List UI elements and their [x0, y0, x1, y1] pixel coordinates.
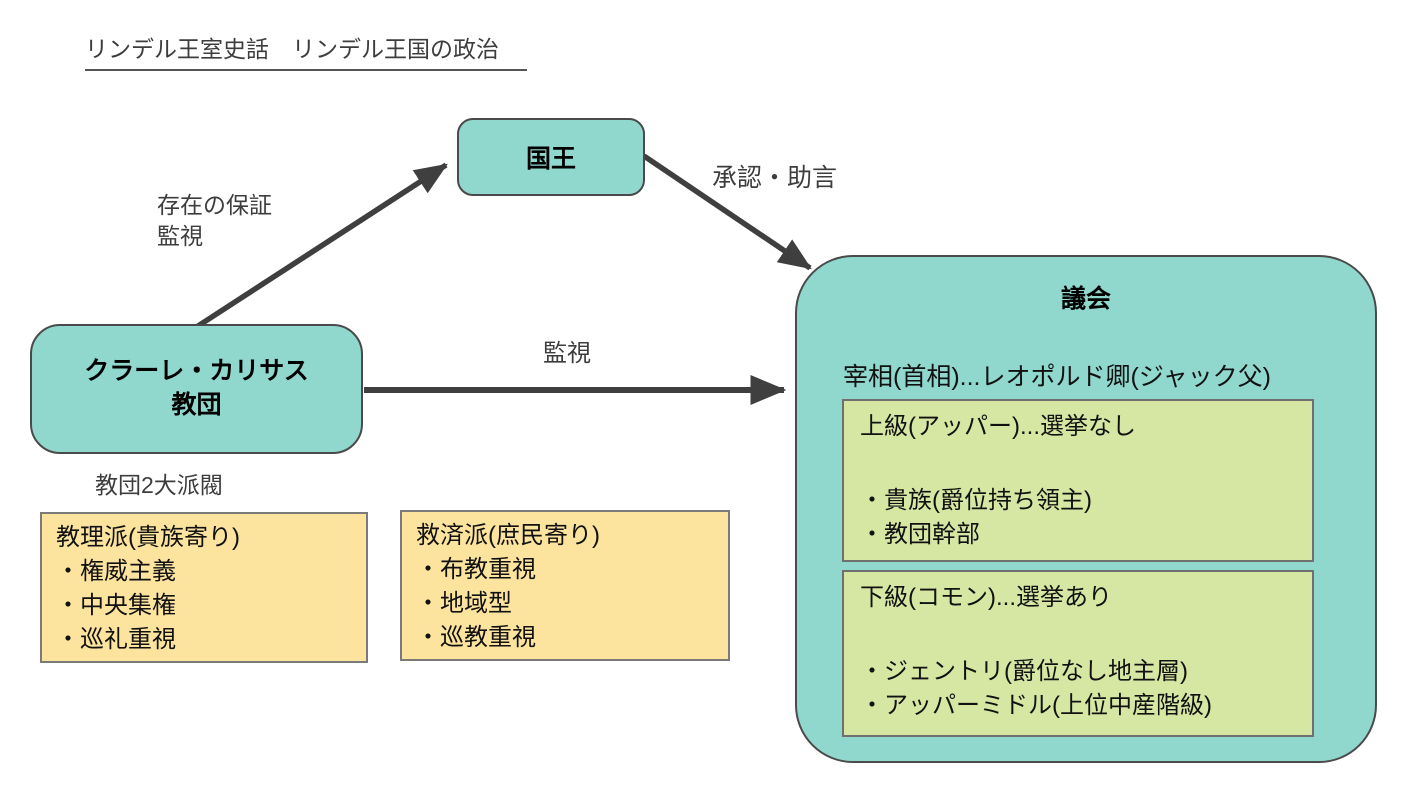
- list-item: ・巡礼重視: [56, 626, 176, 653]
- list-item: ・巡教重視: [416, 624, 536, 651]
- lower-house-heading: 下級(コモン)...選挙あり: [860, 584, 1112, 611]
- upper-house-heading: 上級(アッパー)...選挙なし: [860, 413, 1136, 440]
- node-king-label: 国王: [525, 145, 576, 173]
- upper-house-box: 上級(アッパー)...選挙なし ・貴族(爵位持ち領主) ・教団幹部: [842, 399, 1314, 562]
- list-item: ・権威主義: [56, 558, 176, 585]
- node-order-label-line1: クラーレ・カリサス: [84, 357, 309, 386]
- parliament-title: 議会: [1060, 285, 1111, 313]
- list-item: ・アッパーミドル(上位中産階級): [860, 692, 1212, 719]
- premier-text: 宰相(首相)...レオポルド卿(ジャック父): [843, 363, 1271, 391]
- factions-caption: 教団2大派閥: [95, 472, 223, 498]
- list-item: ・地域型: [416, 590, 512, 617]
- edge-label-approval: 承認・助言: [712, 164, 838, 192]
- faction-box-salvation: 救済派(庶民寄り) ・布教重視 ・地域型 ・巡教重視: [400, 510, 730, 661]
- list-item: ・布教重視: [416, 556, 536, 583]
- node-order-label-line2: 教団: [171, 391, 222, 419]
- node-parliament: 議会 宰相(首相)...レオポルド卿(ジャック父) 上級(アッパー)...選挙な…: [795, 255, 1377, 763]
- node-king: 国王: [457, 118, 645, 196]
- list-item: ・ジェントリ(爵位なし地主層): [860, 658, 1188, 685]
- edge-label-guarantee-line2: 監視: [157, 223, 203, 249]
- edge-label-guarantee-line1: 存在の保証: [157, 192, 272, 218]
- list-item: ・貴族(爵位持ち領主): [860, 487, 1092, 514]
- lower-house-box: 下級(コモン)...選挙あり ・ジェントリ(爵位なし地主層) ・アッパーミドル(…: [842, 570, 1314, 737]
- list-item: ・中央集権: [56, 592, 176, 619]
- node-order: クラーレ・カリサス 教団: [30, 324, 363, 454]
- faction-doctrine-heading: 教理派(貴族寄り): [56, 524, 240, 551]
- list-item: ・教団幹部: [860, 521, 980, 548]
- edge-label-monitor: 監視: [543, 340, 591, 367]
- faction-salvation-heading: 救済派(庶民寄り): [416, 522, 600, 549]
- page-title: リンデル王室史話 リンデル王国の政治: [85, 30, 527, 71]
- edge-label-guarantee: 存在の保証 監視: [157, 190, 272, 252]
- faction-box-doctrine: 教理派(貴族寄り) ・権威主義 ・中央集権 ・巡礼重視: [40, 512, 368, 663]
